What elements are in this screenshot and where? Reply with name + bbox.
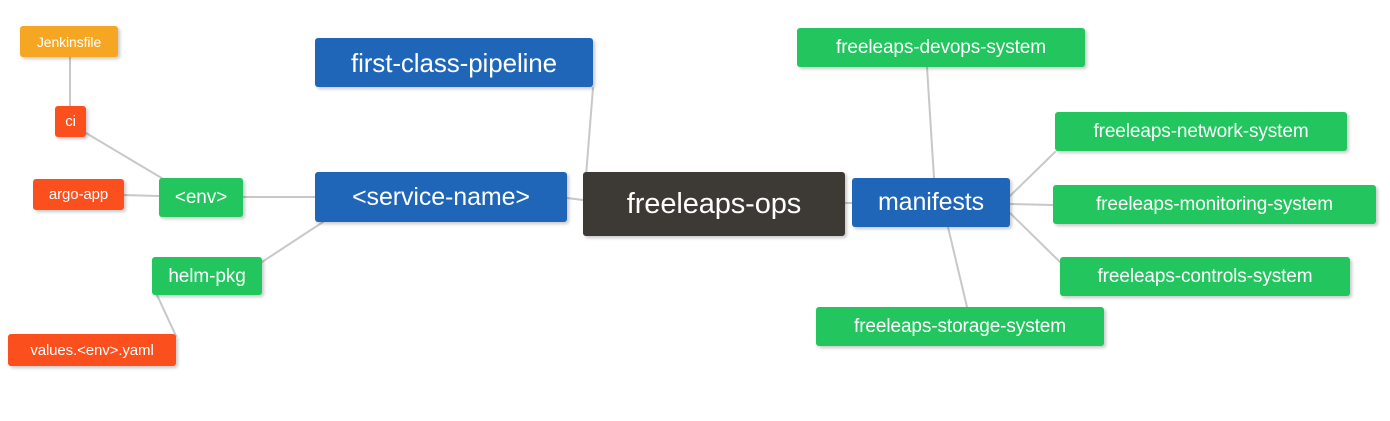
node-label-helm-pkg: helm-pkg bbox=[168, 265, 246, 287]
edge-manifests-to-freeleaps-network-system bbox=[1009, 151, 1056, 197]
node-label-argo-app: argo-app bbox=[48, 186, 109, 203]
node-freeleaps-ops[interactable]: freeleaps-ops bbox=[583, 172, 845, 236]
edge-env-to-ci bbox=[85, 132, 171, 184]
node-label-freeleaps-monitoring-system: freeleaps-monitoring-system bbox=[1096, 194, 1333, 215]
node-jenkinsfile[interactable]: Jenkinsfile bbox=[20, 26, 118, 57]
node-label-values-env-yaml: values.<env>.yaml bbox=[30, 341, 154, 359]
node-manifests[interactable]: manifests bbox=[852, 178, 1010, 227]
node-label-service-name: <service-name> bbox=[352, 182, 530, 211]
node-helm-pkg[interactable]: helm-pkg bbox=[152, 257, 262, 295]
node-first-class-pipeline[interactable]: first-class-pipeline bbox=[315, 38, 593, 87]
edge-manifests-to-freeleaps-devops-system bbox=[926, 66, 935, 179]
node-label-freeleaps-devops-system: freeleaps-devops-system bbox=[836, 37, 1046, 58]
node-label-env: <env> bbox=[174, 187, 228, 208]
node-label-freeleaps-ops: freeleaps-ops bbox=[626, 187, 802, 220]
node-label-first-class-pipeline: first-class-pipeline bbox=[350, 47, 558, 78]
node-label-freeleaps-network-system: freeleaps-network-system bbox=[1093, 121, 1309, 142]
node-label-freeleaps-controls-system: freeleaps-controls-system bbox=[1097, 266, 1313, 287]
edge-env-to-argo-app bbox=[123, 194, 160, 197]
node-freeleaps-network-system[interactable]: freeleaps-network-system bbox=[1055, 112, 1347, 151]
edge-manifests-to-freeleaps-storage-system bbox=[947, 226, 968, 308]
node-freeleaps-monitoring-system[interactable]: freeleaps-monitoring-system bbox=[1053, 185, 1376, 224]
node-freeleaps-storage-system[interactable]: freeleaps-storage-system bbox=[816, 307, 1104, 346]
node-argo-app[interactable]: argo-app bbox=[33, 179, 124, 210]
edge-freeleaps-ops-to-first-class-pipeline bbox=[585, 87, 594, 177]
node-values-env-yaml[interactable]: values.<env>.yaml bbox=[8, 334, 176, 366]
node-label-jenkinsfile: Jenkinsfile bbox=[36, 33, 102, 50]
edge-service-name-to-helm-pkg bbox=[261, 221, 324, 263]
node-env[interactable]: <env> bbox=[159, 178, 243, 217]
node-freeleaps-devops-system[interactable]: freeleaps-devops-system bbox=[797, 28, 1085, 67]
node-label-freeleaps-storage-system: freeleaps-storage-system bbox=[854, 316, 1066, 337]
node-label-ci: ci bbox=[65, 113, 76, 130]
node-ci[interactable]: ci bbox=[55, 106, 86, 137]
node-label-manifests: manifests bbox=[877, 188, 985, 216]
edge-freeleaps-ops-to-service-name bbox=[566, 197, 584, 201]
node-freeleaps-controls-system[interactable]: freeleaps-controls-system bbox=[1060, 257, 1350, 296]
node-service-name[interactable]: <service-name> bbox=[315, 172, 567, 222]
edge-helm-pkg-to-values-env-yaml bbox=[156, 294, 177, 337]
edge-manifests-to-freeleaps-monitoring-system bbox=[1009, 203, 1054, 206]
